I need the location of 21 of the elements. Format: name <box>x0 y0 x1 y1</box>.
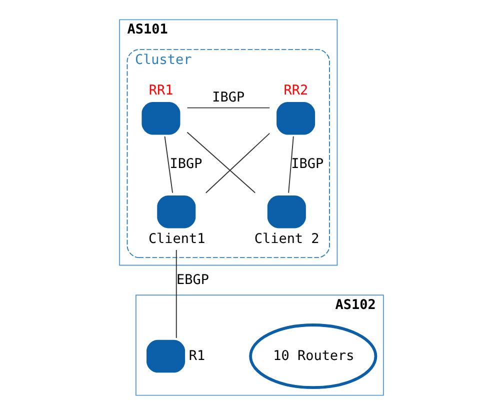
connector <box>186 132 256 194</box>
connector <box>204 132 270 194</box>
node-box <box>276 102 315 135</box>
edge-label: IBGP <box>290 156 324 172</box>
node-label: RR1 <box>148 82 173 99</box>
node-label: Client1 <box>148 230 205 247</box>
edge-label: EBGP <box>176 272 208 288</box>
node-label: Client 2 <box>254 230 319 247</box>
node-box <box>266 195 306 228</box>
node-ellipse: 10 Routers <box>248 324 377 390</box>
node-box <box>141 102 180 135</box>
node-label: RR2 <box>283 82 308 99</box>
node-box <box>156 195 196 228</box>
connector <box>164 136 173 194</box>
edge-label: IBGP <box>169 156 202 172</box>
connector <box>288 136 294 194</box>
connector <box>175 249 176 338</box>
node-box <box>146 340 185 373</box>
connector <box>186 107 270 108</box>
node-label: R1 <box>188 348 205 364</box>
edge-label: IBGP <box>212 89 244 106</box>
